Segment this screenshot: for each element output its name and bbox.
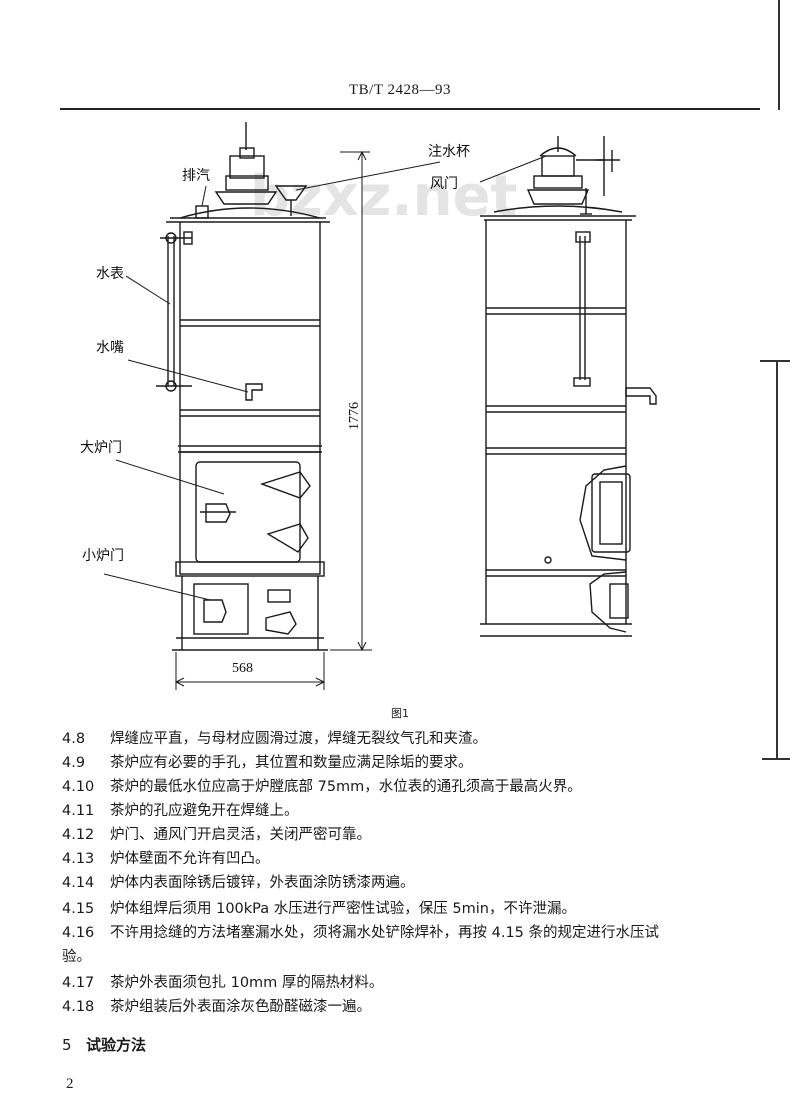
dimension-width: 568: [232, 661, 253, 676]
section-heading: 5 试验方法: [62, 1034, 146, 1055]
clause-4-10: 4.10 茶炉的最低水位应高于炉膛底部 75mm，水位表的通孔须高于最高火界。: [62, 776, 742, 798]
document-header-code: TB/T 2428—93: [349, 82, 451, 98]
clause-text: 焊缝应平直，与母材应圆滑过渡，焊缝无裂纹气孔和夹渣。: [110, 731, 487, 747]
clause-number: 4.9: [62, 755, 86, 771]
clause-number: 4.8: [62, 731, 86, 747]
clause-number: 4.13: [62, 851, 95, 867]
clause-number: 4.17: [62, 975, 95, 991]
clause-text: 茶炉组装后外表面涂灰色酚醛磁漆一遍。: [110, 999, 371, 1015]
label-damper: 风门: [430, 176, 458, 192]
clause-4-16-continuation: 验。: [62, 949, 91, 965]
clause-4-16: 4.16 不许用捻缝的方法堵塞漏水处，须将漏水处铲除焊补，再按 4.15 条的规定…: [62, 922, 742, 944]
clause-number: 4.10: [62, 779, 95, 795]
side-view: [479, 136, 657, 637]
edge-mark-bracket: [776, 360, 778, 760]
page-number: 2: [66, 1076, 74, 1092]
label-water-cup: 注水杯: [428, 144, 470, 160]
edge-mark-bracket-top: [760, 360, 790, 362]
dimension-height: 1776: [347, 402, 362, 430]
clause-4-15: 4.15 炉体组焊后须用 100kPa 水压进行严密性试验，保压 5min，不许泄…: [62, 898, 742, 920]
clause-number: 4.16: [62, 925, 95, 941]
clause-number: 4.15: [62, 901, 95, 917]
clause-text: 茶炉外表面须包扎 10mm 厚的隔热材料。: [110, 975, 384, 991]
header-rule: [60, 108, 760, 110]
clause-text: 茶炉应有必要的手孔，其位置和数量应满足除垢的要求。: [110, 755, 473, 771]
clause-text: 炉体壁面不允许有凹凸。: [110, 851, 270, 867]
label-water-tap: 水嘴: [96, 340, 124, 356]
clause-text: 茶炉的最低水位应高于炉膛底部 75mm，水位表的通孔须高于最高火界。: [110, 779, 582, 795]
tea-boiler-drawing: bzxz.net: [80, 122, 657, 690]
clause-4-18: 4.18 茶炉组装后外表面涂灰色酚醛磁漆一遍。: [62, 996, 742, 1018]
clause-text: 炉体内表面除锈后镀锌，外表面涂防锈漆两遍。: [110, 875, 415, 891]
front-view: [103, 122, 441, 690]
clause-4-13: 4.13 炉体壁面不允许有凹凸。: [62, 848, 742, 870]
clause-number: 4.11: [62, 803, 95, 819]
clause-4-12: 4.12 炉门、通风门开启灵活，关闭严密可靠。: [62, 824, 742, 846]
edge-mark-bracket-bottom: [762, 758, 790, 760]
clause-4-17: 4.17 茶炉外表面须包扎 10mm 厚的隔热材料。: [62, 972, 742, 994]
label-large-door: 大炉门: [80, 440, 122, 456]
watermark: bzxz.net: [250, 164, 517, 229]
clause-text: 炉体组焊后须用 100kPa 水压进行严密性试验，保压 5min，不许泄漏。: [110, 901, 576, 917]
label-water-gauge: 水表: [96, 266, 124, 282]
clause-number: 4.18: [62, 999, 95, 1015]
clause-text: 茶炉的孔应避免开在焊缝上。: [110, 803, 299, 819]
section-title: 试验方法: [86, 1036, 147, 1054]
clause-text: 炉门、通风门开启灵活，关闭严密可靠。: [110, 827, 371, 843]
section-number: 5: [62, 1036, 72, 1054]
label-exhaust: 排汽: [182, 168, 210, 184]
clause-4-11: 4.11 茶炉的孔应避免开在焊缝上。: [62, 800, 742, 822]
clause-number: 4.14: [62, 875, 95, 891]
edge-mark-top: [778, 0, 780, 110]
clause-text: 不许用捻缝的方法堵塞漏水处，须将漏水处铲除焊补，再按 4.15 条的规定进行水压…: [110, 925, 660, 941]
clause-number: 4.12: [62, 827, 95, 843]
clause-4-9: 4.9 茶炉应有必要的手孔，其位置和数量应满足除垢的要求。: [62, 752, 742, 774]
clause-4-8: 4.8 焊缝应平直，与母材应圆滑过渡，焊缝无裂纹气孔和夹渣。: [62, 728, 742, 750]
clause-4-14: 4.14 炉体内表面除锈后镀锌，外表面涂防锈漆两遍。: [62, 872, 742, 894]
figure-caption: 图1: [391, 707, 409, 720]
label-small-door: 小炉门: [82, 548, 124, 564]
